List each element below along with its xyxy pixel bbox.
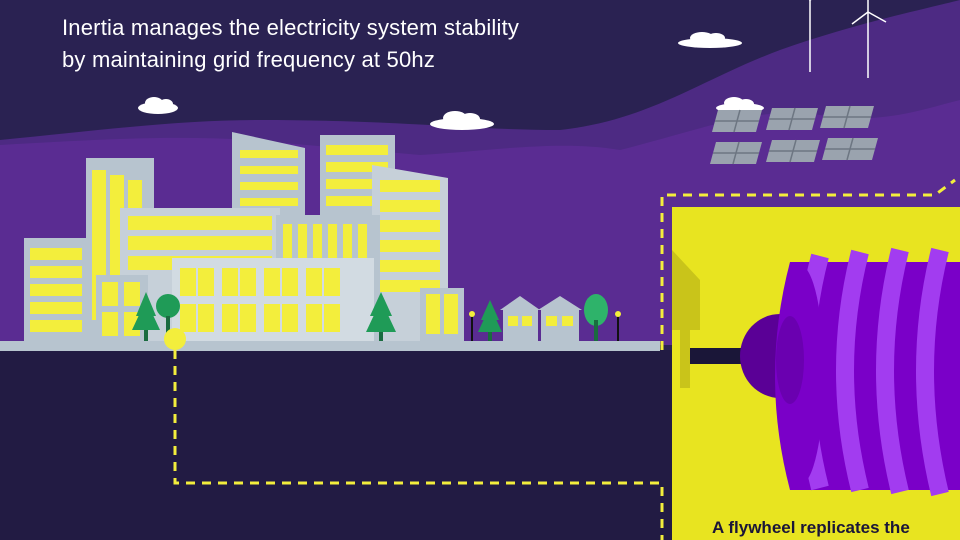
headline-line-1: Inertia manages the electricity system s…: [62, 15, 520, 40]
house-icon: [538, 296, 582, 341]
tree-icon: [584, 294, 608, 341]
solar-panel-icon: [820, 105, 874, 129]
tree-icon: [366, 292, 396, 341]
street-pavement: [0, 341, 660, 351]
house-icon: [500, 296, 540, 341]
flywheel-caption: A flywheel replicates the: [712, 518, 910, 537]
headline: Inertia manages the electricity system s…: [62, 12, 662, 76]
wind-turbine-icon: [851, 0, 887, 78]
street-lamp-icon: [615, 311, 621, 341]
cloud-icon: [138, 97, 178, 114]
tree-icon: [132, 292, 160, 341]
solar-panel-icon: [712, 109, 762, 133]
power-cable: [173, 350, 664, 540]
cloud-icon: [430, 111, 494, 130]
cloud-icon: [678, 32, 742, 48]
connector-node-icon: [164, 328, 186, 350]
solar-panel-icon: [710, 141, 762, 165]
flywheel-generator: [672, 207, 960, 540]
solar-panel-icon: [766, 139, 820, 163]
solar-panel-array: [710, 105, 878, 165]
headline-line-2: by maintaining grid frequency at 50hz: [62, 47, 436, 72]
cloud-icon: [716, 97, 764, 113]
wind-turbine-icon: [808, 0, 812, 72]
tree-icon: [478, 300, 502, 341]
flywheel-body: [775, 262, 960, 490]
tree-icon: [156, 294, 180, 341]
solar-panel-icon: [822, 137, 878, 161]
street-lamp-icon: [469, 311, 475, 341]
power-cable-upper: [660, 178, 956, 350]
solar-panel-icon: [766, 107, 818, 131]
shaft: [690, 348, 750, 364]
